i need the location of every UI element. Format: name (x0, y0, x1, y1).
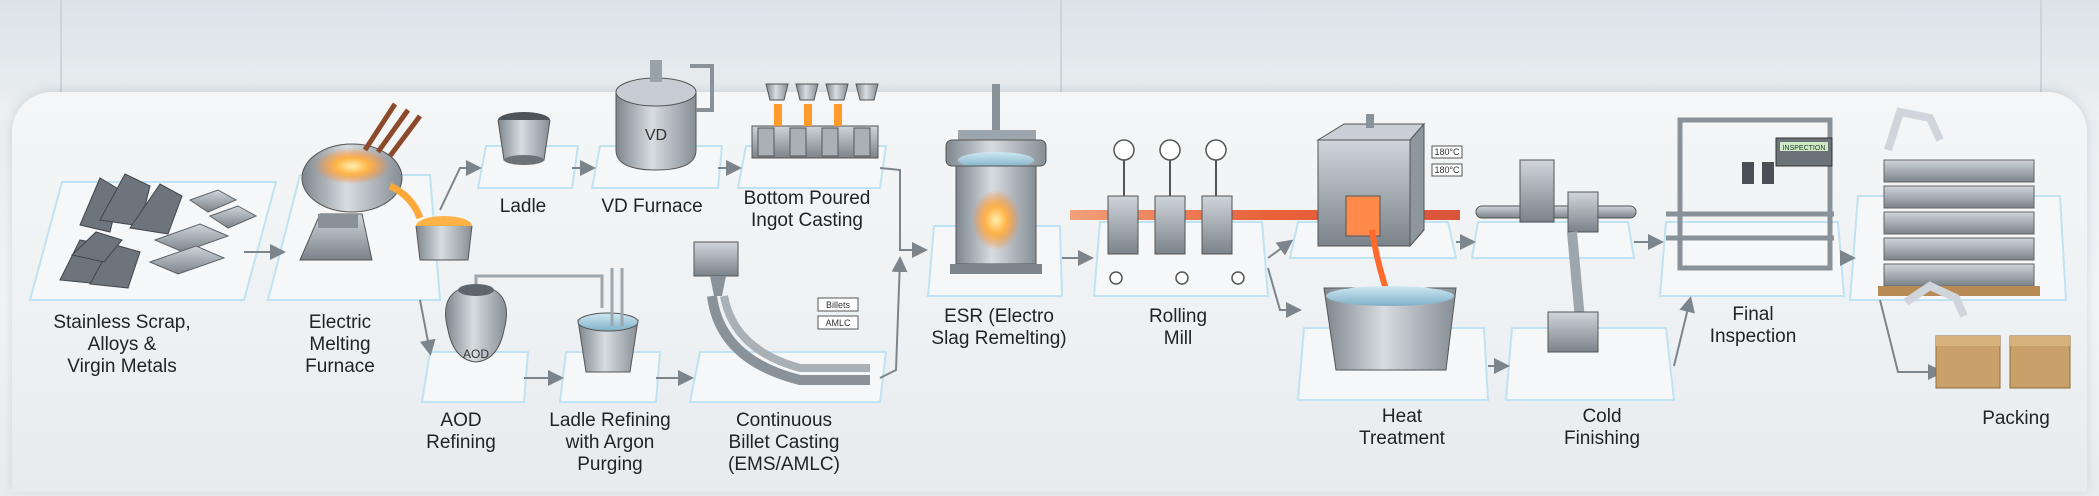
heat-treatment-furnace-icon: 180°C 180°C (1316, 114, 1463, 371)
rolling-mill-icon (1070, 139, 1460, 285)
label-electric-furnace: Electric Melting Furnace (305, 312, 375, 377)
amlc-tag: AMLC (825, 318, 851, 328)
label-ingot-casting: Bottom Poured Ingot Casting (743, 188, 871, 231)
argon-ladle-icon (577, 268, 639, 373)
label-heat-treatment: Heat Treatment (1359, 406, 1445, 449)
label-vd-furnace: VD Furnace (601, 196, 703, 217)
label-rolling-mill: Rolling Mill (1148, 306, 1208, 349)
label-esr: ESR (Electro Slag Remelting) (931, 306, 1067, 349)
label-scrap: Stainless Scrap, Alloys & Virgin Metals (53, 312, 191, 377)
label-ladle: Ladle (499, 196, 547, 217)
vd-mark: VD (645, 127, 667, 144)
inspection-display: INSPECTION (1783, 145, 1826, 152)
label-cold-finishing: Cold Finishing (1563, 406, 1641, 449)
esr-icon (945, 84, 1047, 274)
ladle-icon (497, 112, 551, 165)
aod-mark: AOD (463, 347, 489, 361)
flow-arrows (244, 160, 1944, 386)
electric-furnace-icon (299, 102, 473, 261)
temperature-readout-2: 180°C (1434, 165, 1460, 175)
billet-caster-icon: Billets AMLC (693, 241, 870, 385)
billets-tag: Billets (826, 300, 851, 310)
aod-converter-icon: AOD (445, 274, 604, 363)
label-argon-refining: Ladle Refining with Argon Purging (549, 410, 671, 475)
temperature-readout-1: 180°C (1434, 147, 1460, 157)
platform-cold-upper (1470, 221, 1636, 259)
vd-furnace-icon: VD (615, 60, 714, 171)
ingot-casting-icon (751, 83, 879, 159)
packing-area-icon (1878, 107, 2071, 389)
scrap-pile-icon (59, 173, 258, 289)
label-aod: AOD Refining (426, 410, 496, 453)
inspection-station-icon: INSPECTION (1666, 117, 1834, 271)
label-billet-casting: Continuous Billet Casting (EMS/AMLC) (728, 410, 840, 475)
cold-finishing-icon (1475, 159, 1637, 353)
platform-inspection (1658, 221, 1846, 297)
label-packing: Packing (1982, 408, 2050, 429)
platform-aod (420, 351, 530, 403)
label-inspection: Final Inspection (1709, 304, 1797, 347)
